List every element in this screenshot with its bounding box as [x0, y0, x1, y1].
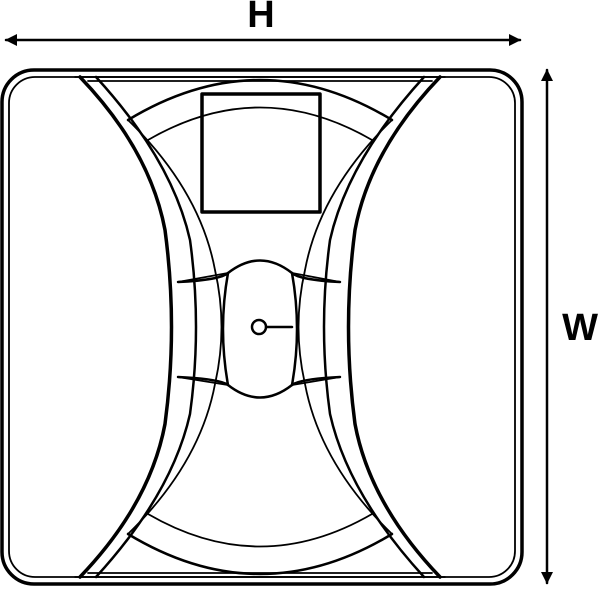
- center-pin-hole: [250, 318, 268, 336]
- rib-right-top: [291, 272, 341, 283]
- right-curve-inner: [297, 119, 393, 535]
- top-pad: [200, 92, 322, 214]
- ring-top-arc: [126, 78, 394, 122]
- left-curve-outer: [78, 75, 174, 579]
- center-boss-left-side: [221, 271, 230, 387]
- dimension-h-label: H: [247, 0, 274, 36]
- rib-left-bottom: [177, 376, 229, 386]
- rib-segments: [177, 272, 341, 386]
- center-boss: [176, 259, 342, 399]
- right-curves: [297, 75, 442, 579]
- outer-outline: [0, 68, 524, 586]
- center-boss-right-side: [290, 271, 299, 387]
- rib-right-bottom: [291, 376, 341, 386]
- center-boss-outline: [176, 259, 342, 399]
- right-curve-mid: [322, 75, 426, 579]
- dimension-h: H: [4, 0, 522, 46]
- ring-bottom-arc-inner: [147, 513, 373, 548]
- right-curve-outer: [346, 75, 442, 579]
- part-body: [0, 68, 524, 586]
- top-pad-outline: [200, 92, 322, 214]
- dimension-w-label: W: [562, 307, 598, 349]
- left-curve-mid: [94, 75, 198, 579]
- dimension-w: W: [541, 68, 598, 585]
- inner-outline: [8, 76, 516, 578]
- center-ring: [126, 78, 394, 576]
- edge-bands: [74, 76, 446, 578]
- left-curve-inner: [127, 119, 223, 535]
- left-curves: [78, 75, 223, 579]
- ring-top-arc-inner: [147, 106, 373, 141]
- rib-left-top: [177, 272, 229, 283]
- ring-bottom-arc: [126, 532, 394, 576]
